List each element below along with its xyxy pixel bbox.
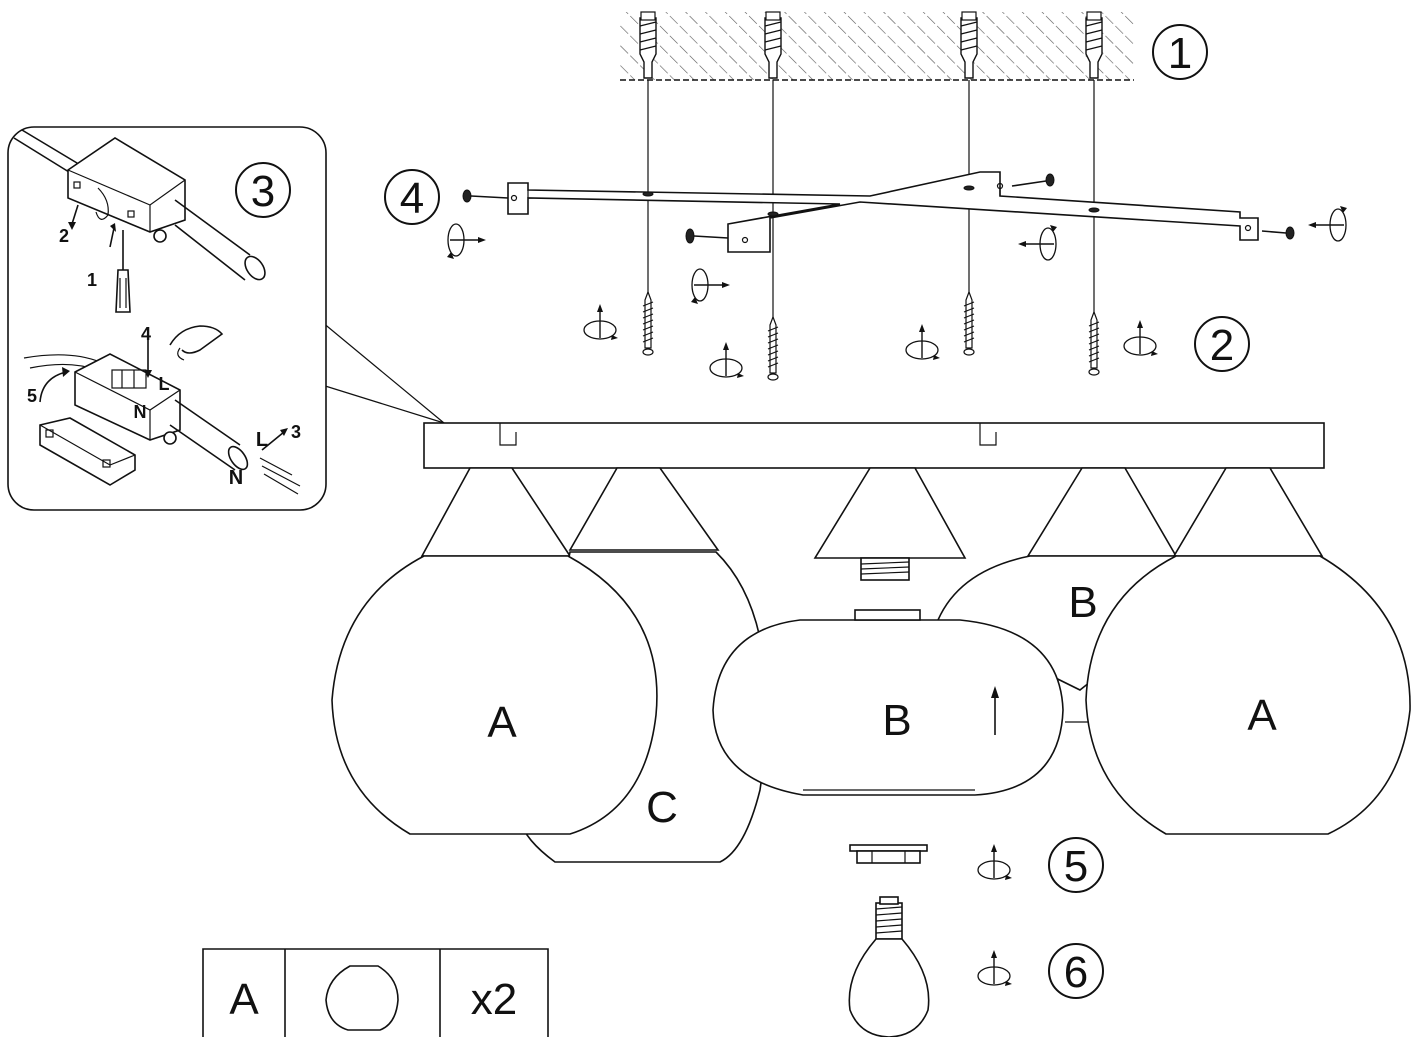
svg-text:3: 3 (291, 422, 301, 442)
shade-label-b-back: B (1068, 578, 1097, 627)
shade-a-left (331, 555, 658, 835)
shade-label-a-right: A (1247, 691, 1277, 740)
ceiling (620, 12, 1134, 81)
shade-a-right (1085, 555, 1411, 835)
shade-b-center (712, 609, 1064, 796)
step-6-badge: 6 (1048, 943, 1104, 999)
rotate-icon-ring (977, 843, 1013, 881)
shade-label-c: C (646, 783, 678, 832)
svg-text:N: N (134, 402, 147, 422)
parts-table-code: A (229, 975, 259, 1024)
shade-label-a-left: A (487, 698, 517, 747)
shade-label-b-center: B (882, 696, 911, 745)
bracket-bolts (462, 173, 1295, 244)
terminal-block-lower: 4 5 3 L N L N (23, 324, 301, 495)
parts-table: A x2 (202, 948, 549, 1037)
step-4-badge: 4 (384, 169, 440, 225)
parts-table-quantity: x2 (471, 975, 517, 1024)
retaining-ring (849, 844, 928, 864)
svg-text:2: 2 (59, 226, 69, 246)
step-1-badge: 1 (1152, 24, 1208, 80)
svg-text:L: L (256, 429, 268, 451)
rotate-icon-bulb (977, 949, 1013, 987)
step-2-badge: 2 (1194, 316, 1250, 372)
terminal-block-upper: 2 1 (13, 129, 266, 313)
rotate-icons (583, 303, 1159, 379)
svg-text:L: L (159, 374, 170, 394)
canopy-plate (423, 422, 1325, 469)
shade-a-thumbnail (325, 965, 399, 1031)
svg-text:1: 1 (1168, 29, 1192, 78)
svg-text:3: 3 (251, 167, 275, 216)
light-bulb (848, 896, 930, 1037)
svg-text:1: 1 (87, 270, 97, 290)
svg-text:4: 4 (141, 324, 151, 344)
svg-text:N: N (229, 467, 243, 489)
svg-text:2: 2 (1210, 321, 1234, 370)
svg-text:5: 5 (1064, 842, 1088, 891)
mounting-bracket (507, 171, 1259, 253)
svg-text:4: 4 (400, 174, 424, 223)
svg-text:5: 5 (27, 386, 37, 406)
center-socket (860, 557, 910, 581)
wiring-inset: 2 1 (7, 126, 445, 511)
svg-text:6: 6 (1064, 948, 1088, 997)
mounting-screws (642, 291, 1100, 381)
step-3-badge: 3 (235, 162, 291, 218)
shade-holders (420, 467, 1324, 559)
step-5-badge: 5 (1048, 837, 1104, 893)
